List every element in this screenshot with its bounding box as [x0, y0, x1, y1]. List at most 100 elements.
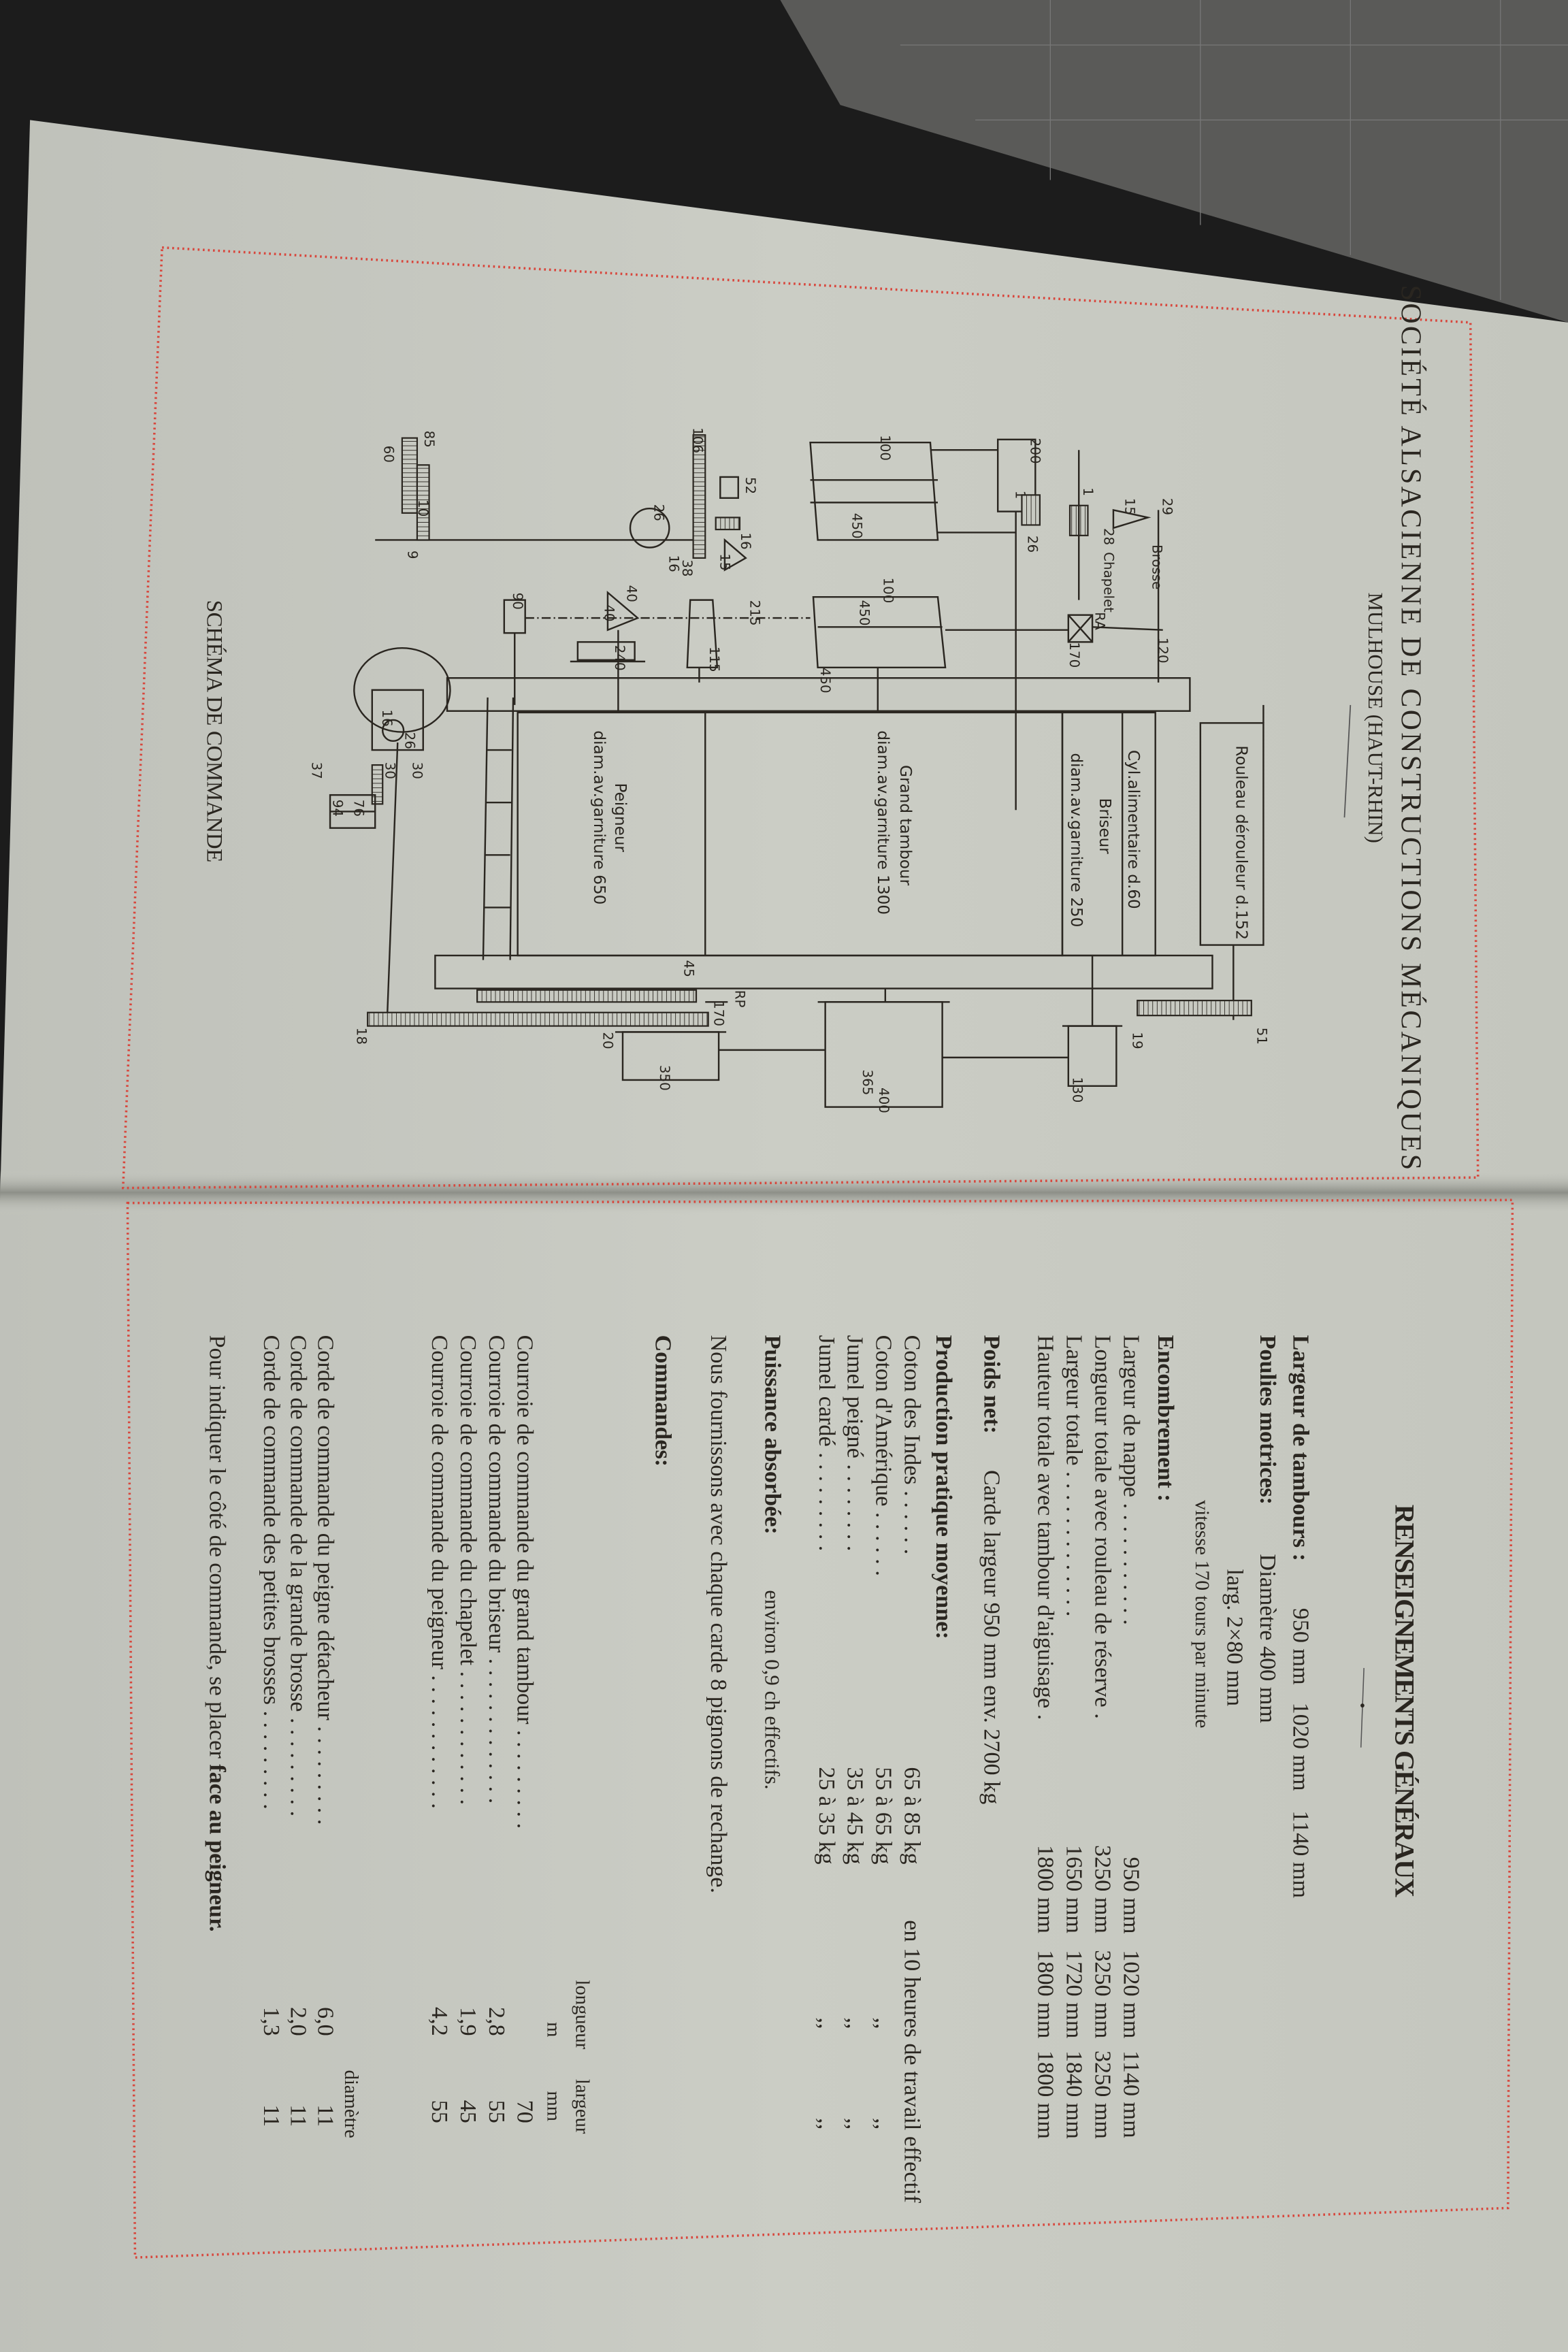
- row-longueur: 6,0: [312, 2007, 338, 2036]
- row-longueur: 4,2: [427, 2007, 452, 2036]
- commandes-label: Commandes:: [650, 1335, 675, 1467]
- row-range: 55 à 65 kg: [871, 1767, 896, 1864]
- dim-label: 19: [1130, 1032, 1145, 1049]
- book-pages: [0, 120, 1568, 2352]
- row-longueur: 1,9: [455, 2007, 480, 2036]
- production-row: Coton des Indes . . . . . . 65 à 85 kg e…: [899, 1335, 924, 2204]
- poids-label: Poids net:: [979, 1335, 1004, 1434]
- row-label: Coton d'Amérique . . . . . .: [871, 1335, 896, 1576]
- dim-label: 30: [409, 762, 425, 779]
- gear-106: [692, 434, 706, 559]
- label-ra: RA: [1092, 612, 1107, 630]
- corde-row: Corde de commande de la grande brosse . …: [286, 1335, 311, 2127]
- dim-label: 10: [415, 500, 431, 517]
- cutting-mat-grid: [900, 0, 1568, 300]
- row-range: 25 à 35 kg: [814, 1767, 839, 1864]
- row-label: Largeur de nappe . . . . . . . . . . .: [1118, 1335, 1143, 1625]
- encombrement-row: Longueur totale avec rouleau de réserve …: [1090, 1335, 1115, 2140]
- corde-row: Corde de commande des petites brosses . …: [259, 1335, 284, 2127]
- row-label: Largeur totale . . . . . . . . . . . . .: [1062, 1335, 1087, 1617]
- dim-label: 215: [747, 600, 762, 626]
- title-rule: [1360, 1667, 1365, 1748]
- dim-label: 1: [1080, 487, 1096, 496]
- label-tambour: Grand tambour: [896, 765, 914, 886]
- drive-diagram: [329, 434, 1264, 1108]
- dim-label: 38: [679, 559, 695, 576]
- dim-label: 26: [651, 504, 666, 521]
- dim-label: 29: [1160, 498, 1175, 515]
- ditto-mark: ,,: [843, 2017, 868, 2029]
- largeur-value: 950 mm: [1288, 1608, 1313, 1685]
- encombrement-row: Largeur de nappe . . . . . . . . . . . 9…: [1118, 1335, 1143, 2138]
- diagram-labels: Rouleau dérouleur d.152 Cyl.alimentaire …: [309, 427, 1270, 1113]
- dim-label: 115: [706, 647, 722, 672]
- row-value: 1840 mm: [1062, 2051, 1087, 2139]
- company-city: MULHOUSE (HAUT-RHIN): [1364, 593, 1387, 843]
- row-label: Hauteur totale avec tambour d'aiguisage …: [1033, 1335, 1058, 1720]
- dim-label: 170: [1066, 642, 1082, 668]
- step-pulley-mid: [812, 596, 947, 669]
- col-unit-m: m: [543, 2022, 565, 2037]
- row-value: 950 mm: [1118, 1857, 1143, 1934]
- dim-label: 16: [379, 710, 395, 727]
- ditto-mark: ,,: [843, 2118, 868, 2129]
- footer-prefix: Pour indiquer le côté de commande, se pl…: [205, 1335, 230, 1765]
- dim-label: 365: [860, 1070, 875, 1096]
- row-label: Courroie de commande du grand tambour . …: [512, 1335, 538, 1829]
- dim-label: 100: [877, 435, 893, 461]
- dim-label: 40: [624, 585, 640, 602]
- dim-label: 90: [510, 593, 525, 610]
- row-label: Jumel cardé . . . . . . . . .: [814, 1335, 839, 1552]
- dim-label: 450: [817, 668, 833, 693]
- dim-label: 9: [405, 551, 421, 559]
- label-rp: RP: [732, 990, 747, 1008]
- row-range: 35 à 45 kg: [843, 1767, 868, 1864]
- production-label: Production pratique moyenne:: [931, 1335, 956, 1639]
- puissance-label: Puissance absorbée:: [760, 1335, 785, 1535]
- dim-label: 106: [690, 427, 706, 453]
- dim-label: 1: [1013, 491, 1028, 500]
- row-note: en 10 heures de travail effectif: [899, 1920, 924, 2203]
- row-largeur: 55: [427, 2100, 452, 2123]
- title-rule-dot: [1360, 1703, 1365, 1708]
- poulies-label: Poulies motrices:: [1255, 1335, 1280, 1505]
- row-label: Corde de commande des petites brosses . …: [259, 1335, 284, 1810]
- dim-label: 450: [849, 513, 864, 539]
- row-value: 3250 mm: [1090, 1845, 1115, 1933]
- row-value: 1140 mm: [1118, 2051, 1143, 2138]
- dim-label: 40: [602, 604, 617, 621]
- production-row: Jumel peigné . . . . . . . . 35 à 45 kg …: [843, 1335, 868, 2130]
- dim-label: 240: [612, 645, 627, 671]
- row-largeur: 70: [512, 2100, 538, 2123]
- dim-label: 16: [738, 532, 753, 549]
- book-gutter: [0, 1170, 1568, 1215]
- row-value: 1020 mm: [1118, 1950, 1143, 2038]
- label-briseur-diam: diam.av.garniture 250: [1067, 753, 1085, 927]
- gear-18: [367, 1011, 709, 1027]
- dim-label: 45: [681, 960, 696, 977]
- label-peigneur-diam: diam.av.garniture 650: [590, 730, 608, 904]
- dim-label: 120: [1155, 638, 1171, 664]
- ditto-mark: ,,: [814, 2017, 839, 2029]
- row-longueur: 2,0: [286, 2007, 311, 2036]
- dim-label: 76: [350, 800, 366, 817]
- right-page-frame: [126, 1198, 1514, 2259]
- ditto-mark: ,,: [871, 2118, 896, 2129]
- row-value: 1800 mm: [1033, 1950, 1058, 2038]
- label-briseur: Briseur: [1096, 798, 1113, 855]
- largeur-value: 1020 mm: [1288, 1703, 1313, 1791]
- encombrement-label: Encombrement :: [1153, 1335, 1178, 1502]
- label-cyl: Cyl.alimentaire d.60: [1124, 750, 1142, 909]
- row-value: 1800 mm: [1033, 1845, 1058, 1933]
- courroie-row: Courroie de commande du chapelet . . . .…: [455, 1335, 480, 2123]
- row-label: Longueur totale avec rouleau de réserve …: [1090, 1335, 1115, 1719]
- dim-label: 51: [1254, 1028, 1270, 1045]
- bevel-gear: [629, 507, 670, 549]
- side-frame-bar: [446, 677, 1191, 712]
- cutting-mat: [780, 0, 1568, 323]
- row-value: 1650 mm: [1062, 1845, 1087, 1933]
- dim-label: 20: [600, 1032, 615, 1049]
- row-label: Corde de commande du peigne détacheur . …: [312, 1335, 338, 1825]
- label-peigneur: Peigneur: [611, 783, 629, 853]
- corde-row: Corde de commande du peigne détacheur . …: [312, 1335, 338, 2127]
